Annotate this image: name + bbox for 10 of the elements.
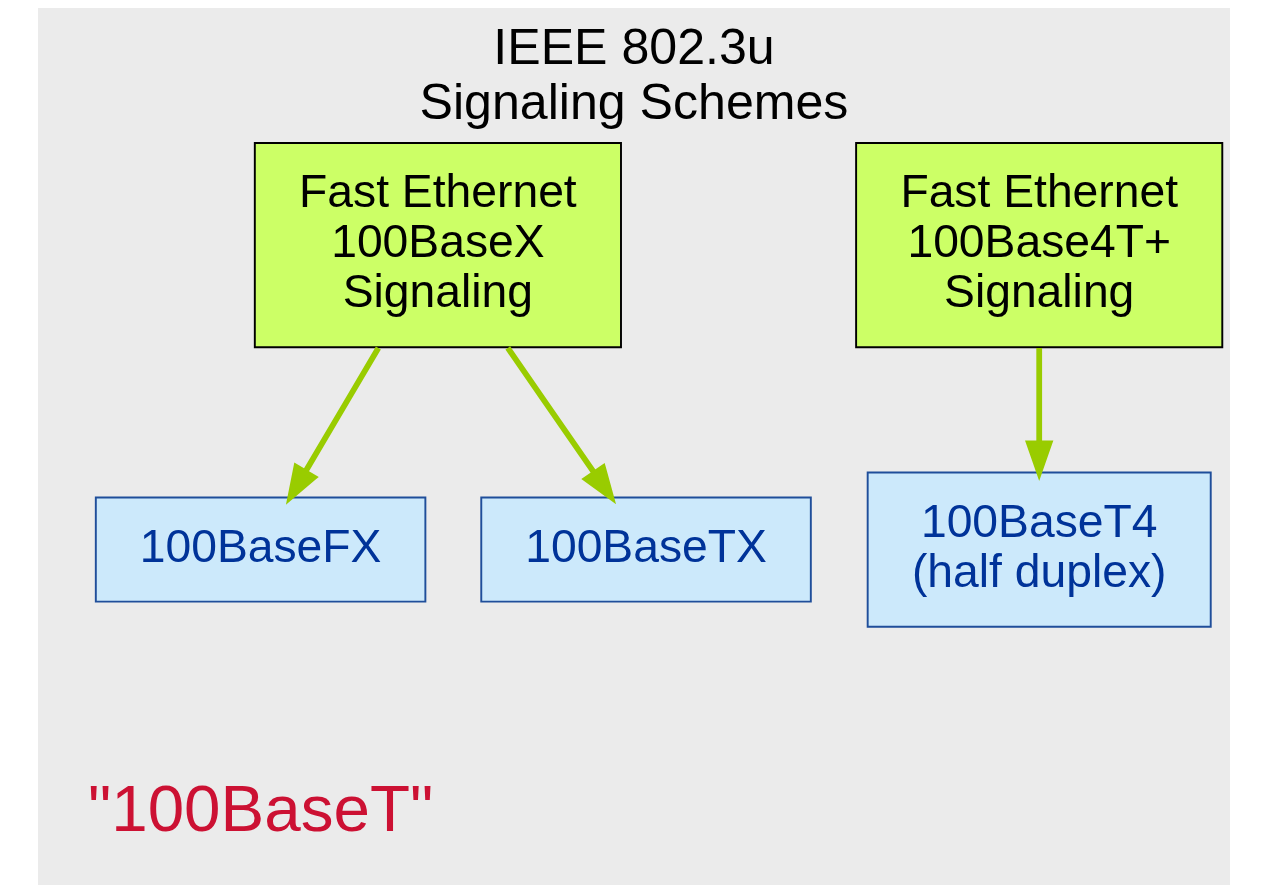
node-box: 100BaseTX [480, 496, 812, 603]
node-box: Fast Ethernet 100Base4T+ Signaling [855, 142, 1224, 349]
diagram-title: IEEE 802.3u Signaling Schemes [419, 18, 849, 131]
arrow [285, 346, 381, 505]
arrow [505, 346, 617, 505]
label: "100BaseT" [88, 772, 434, 846]
node-box: 100BaseT4 (half duplex) [866, 471, 1212, 628]
node-box: Fast Ethernet 100BaseX Signaling [253, 142, 622, 349]
node-box: 100BaseFX [94, 496, 427, 603]
arrow [1025, 348, 1054, 481]
